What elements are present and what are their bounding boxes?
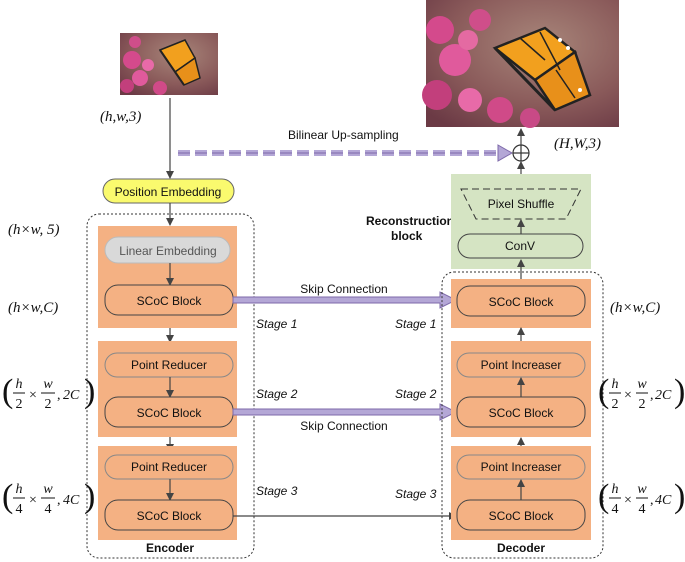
svg-text:h: h (16, 482, 23, 497)
input-image (120, 33, 218, 95)
svg-text:(: ( (598, 373, 609, 410)
svg-text:h: h (16, 377, 23, 392)
output-shape: (H,W,3) (554, 136, 601, 152)
skip-connection-label-2: Skip Connection (300, 419, 387, 433)
stage3-label-right: Stage 3 (395, 487, 437, 501)
stage2-label-right: Stage 2 (395, 387, 437, 401)
skip-connection-arrow-1 (232, 291, 458, 309)
svg-text:2C: 2C (655, 388, 672, 403)
linear-embedding-box (104, 236, 231, 264)
encoder-scoc-block-3 (104, 499, 234, 531)
svg-text:2: 2 (639, 397, 646, 412)
svg-text:(: ( (2, 478, 13, 515)
encoder-frame (86, 213, 255, 559)
stage2-shape-right: ( h 2 × w 2 , 2C ) (598, 373, 685, 412)
bilinear-label: Bilinear Up-sampling (288, 128, 399, 142)
svg-text:2: 2 (45, 397, 52, 412)
svg-text:w: w (637, 377, 647, 392)
svg-text:(: ( (2, 373, 13, 410)
svg-text:4: 4 (639, 502, 646, 517)
stage3-shape-left: ( h 4 × w 4 , 4C ) (2, 478, 95, 517)
position-embedding-label: Position Embedding (115, 185, 222, 199)
pe-out-shape: (h×w, 5) (8, 222, 60, 238)
add-node (512, 144, 530, 162)
stage1-label-right: Stage 1 (395, 317, 436, 331)
linear-embedding-label: Linear Embedding (119, 244, 216, 258)
stage2-label-left: Stage 2 (256, 387, 298, 401)
decoder-frame (441, 271, 604, 559)
svg-text:h: h (612, 377, 619, 392)
output-image (422, 0, 619, 128)
svg-text:,: , (57, 388, 61, 403)
point-increaser-label-1: Point Increaser (481, 358, 562, 372)
stage3-shape-right: ( h 4 × w 4 , 4C ) (598, 478, 685, 517)
decoder-scoc-block-2 (456, 396, 586, 428)
encoder-label: Encoder (146, 541, 194, 555)
stage2-shape-left: ( h 2 × w 2 , 2C ) (2, 373, 95, 412)
decoder-label: Decoder (497, 541, 545, 555)
decoder-scoc-label-3: SCoC Block (489, 509, 555, 523)
svg-text:×: × (29, 493, 37, 508)
point-increaser-label-2: Point Increaser (481, 460, 562, 474)
stage1-shape-left: (h×w,C) (8, 300, 58, 316)
stage1-shape-right: (h×w,C) (610, 300, 660, 316)
svg-text:): ) (84, 478, 95, 515)
svg-text:4C: 4C (655, 493, 672, 508)
bilinear-upsampling-arrow (178, 144, 514, 162)
encoder-scoc-label-2: SCoC Block (137, 406, 203, 420)
svg-text:,: , (57, 493, 61, 508)
position-embedding-box (102, 178, 235, 204)
skip-connection-arrow-2 (232, 403, 458, 421)
conv-label: ConV (505, 239, 535, 253)
pixel-shuffle-label: Pixel Shuffle (488, 197, 555, 211)
svg-text:,: , (650, 388, 654, 403)
svg-text:4C: 4C (63, 493, 80, 508)
point-reducer-label-1: Point Reducer (131, 358, 207, 372)
svg-text:2: 2 (16, 397, 23, 412)
svg-text:4: 4 (16, 502, 23, 517)
pixel-shuffle-shape (460, 188, 582, 220)
svg-text:4: 4 (612, 502, 619, 517)
reconstruction-label-1: Reconstruction (366, 214, 454, 228)
stage3-label-left: Stage 3 (256, 484, 298, 498)
svg-text:4: 4 (45, 502, 52, 517)
svg-text:): ) (84, 373, 95, 410)
svg-text:×: × (29, 388, 37, 403)
svg-text:,: , (650, 493, 654, 508)
skip-connection-label-1: Skip Connection (300, 282, 387, 296)
svg-text:×: × (624, 388, 632, 403)
svg-text:w: w (637, 482, 647, 497)
svg-text:): ) (674, 373, 685, 410)
svg-text:h: h (612, 482, 619, 497)
decoder-scoc-label-1: SCoC Block (489, 295, 555, 309)
svg-text:w: w (43, 482, 53, 497)
point-reducer-label-2: Point Reducer (131, 460, 207, 474)
svg-text:×: × (624, 493, 632, 508)
encoder-scoc-label-3: SCoC Block (137, 509, 203, 523)
svg-text:w: w (43, 377, 53, 392)
encoder-scoc-label-1: SCoC Block (137, 294, 203, 308)
svg-text:(: ( (598, 478, 609, 515)
point-reducer-box-1 (104, 352, 234, 378)
decoder-scoc-block-1 (456, 285, 586, 317)
svg-text:): ) (674, 478, 685, 515)
reconstruction-label-2: block (391, 229, 423, 243)
svg-text:2C: 2C (63, 388, 80, 403)
input-shape: (h,w,3) (100, 109, 141, 125)
stage1-label-left: Stage 1 (256, 317, 297, 331)
point-reducer-box-2 (104, 454, 234, 480)
decoder-scoc-block-3 (456, 499, 586, 531)
conv-box (457, 233, 584, 259)
decoder-scoc-label-2: SCoC Block (489, 406, 555, 420)
svg-text:2: 2 (612, 397, 619, 412)
